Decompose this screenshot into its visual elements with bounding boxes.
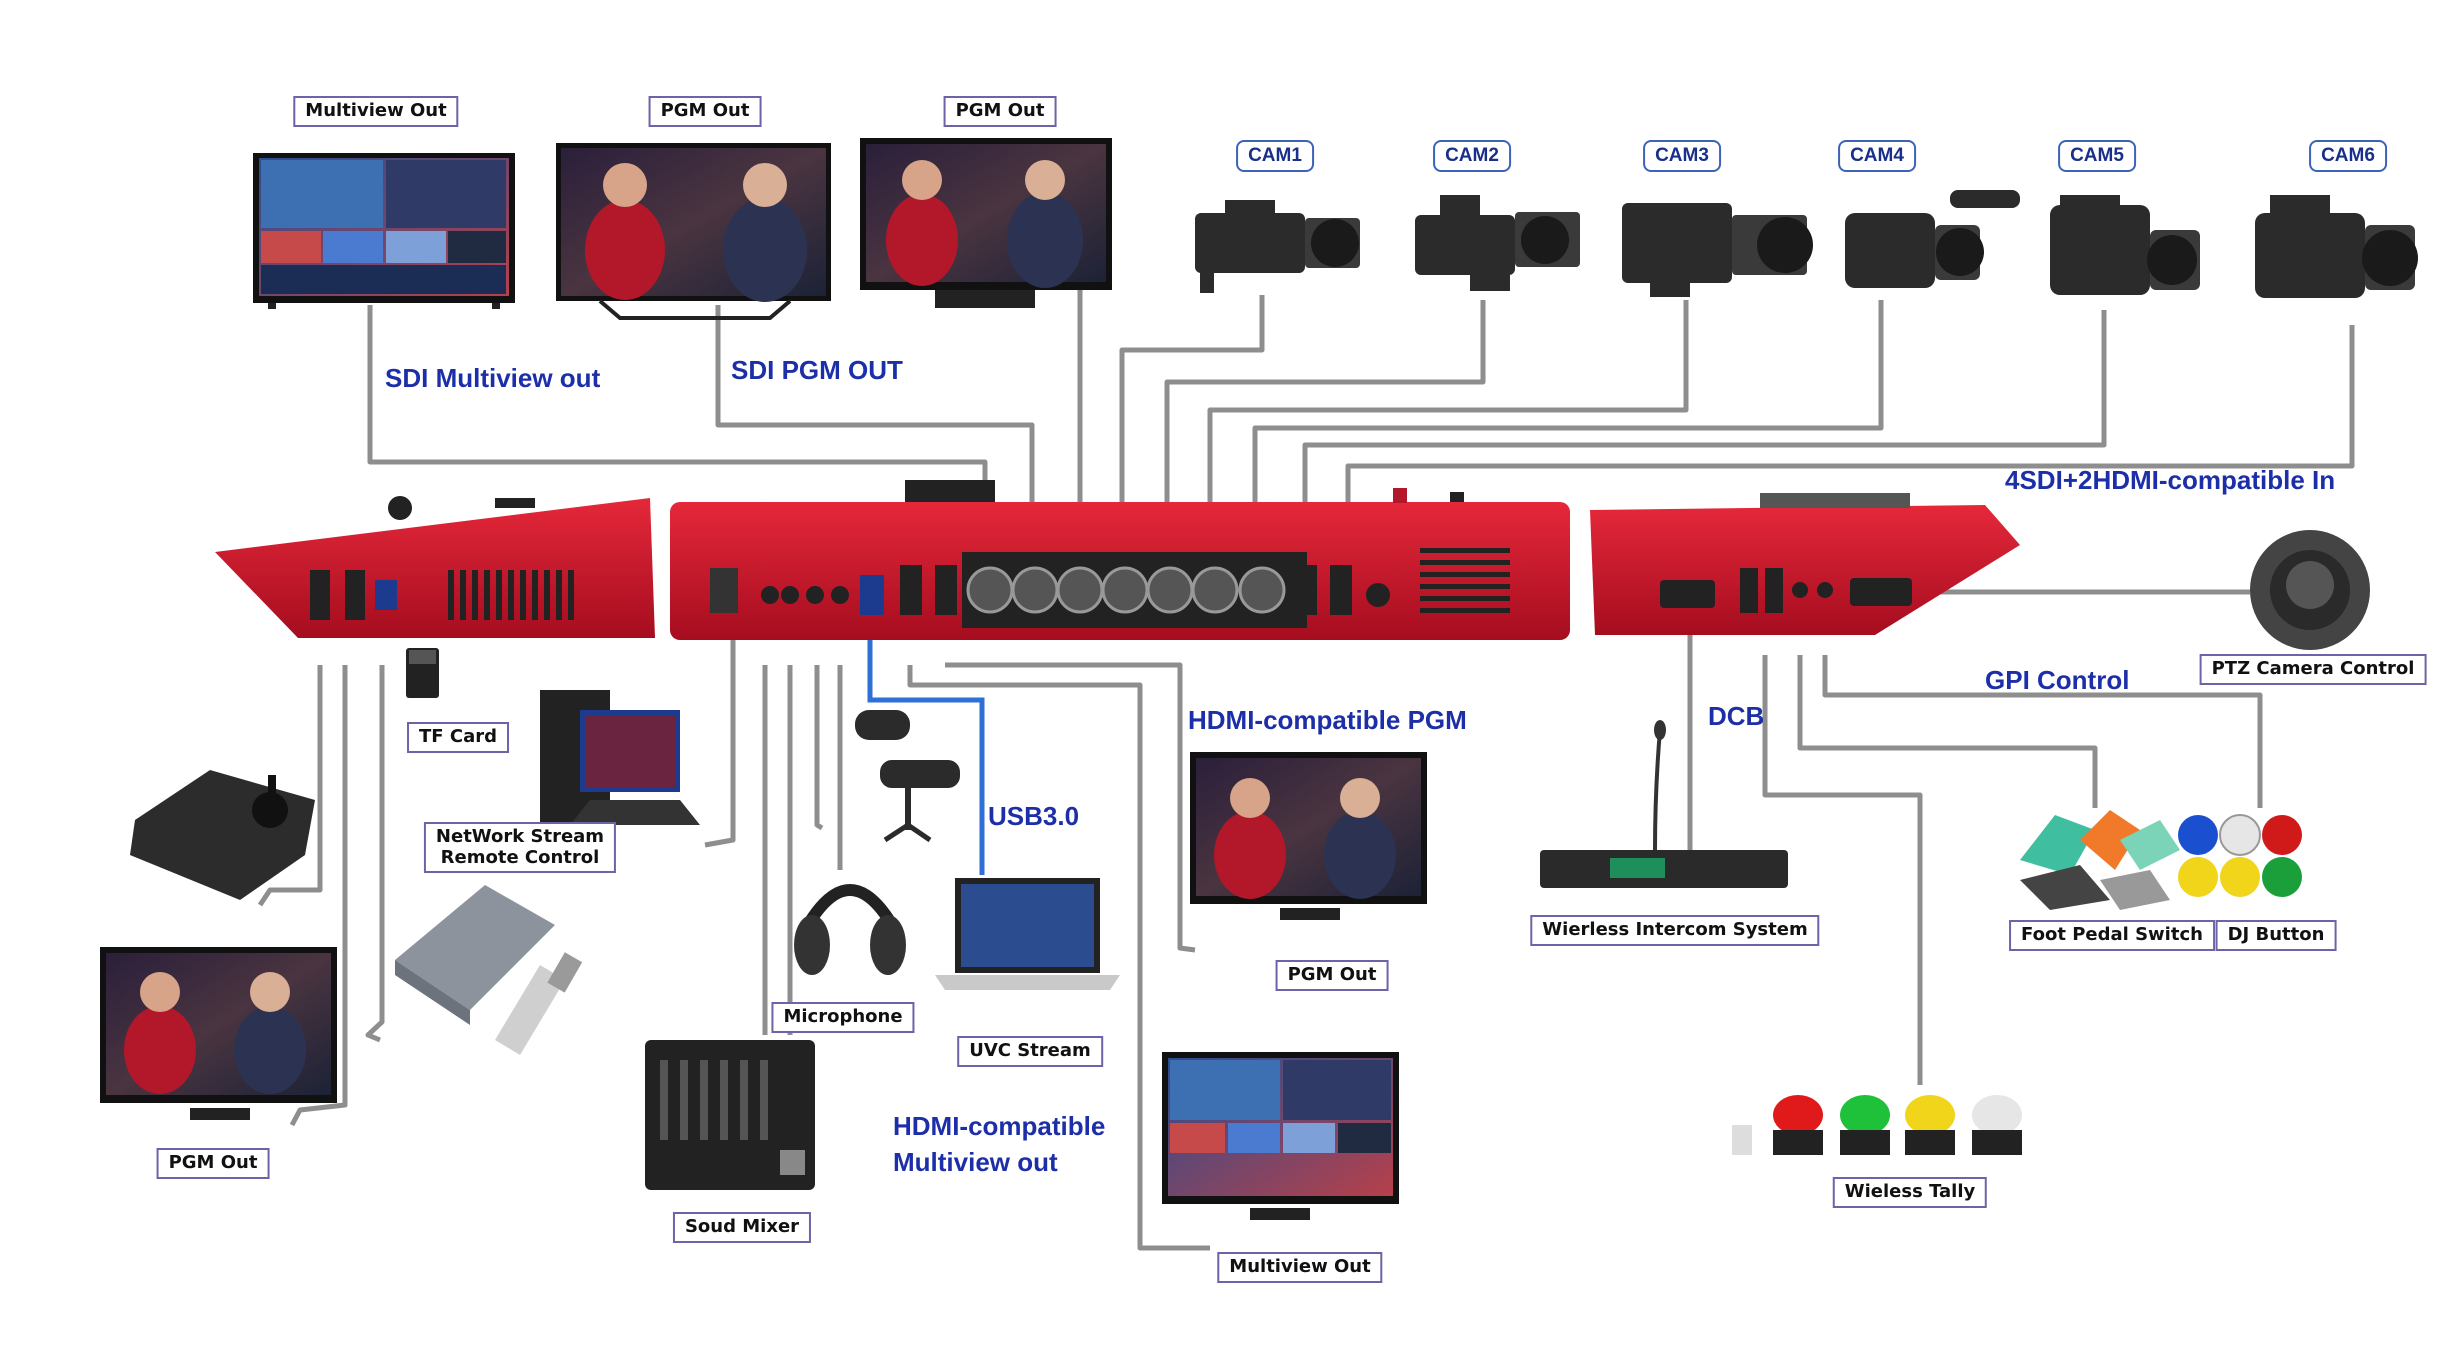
label-sound-mixer: Soud Mixer [672,1212,812,1243]
ptz-keyboard-icon [130,770,315,900]
pc-tower-icon [540,690,700,830]
cable-cam6 [1345,325,2355,532]
tf-card-icon [406,648,439,698]
annotation-gpi-control: GPI Control [1985,665,2130,695]
label-multiview-out-hdmi: Multiview Out [1217,1252,1383,1283]
dj-buttons-icon [2178,814,2302,897]
cable-cam2 [1164,300,1486,562]
sound-mixer-icon [645,1040,815,1190]
camera-1-icon [1195,200,1360,293]
usb-stick-icon [495,952,583,1055]
laptop-icon [935,878,1120,990]
cable-microphone [814,665,824,831]
switcher-right-panel [1590,493,2020,635]
label-pgm-out-top-2: PGM Out [943,96,1057,127]
label-cam2: CAM2 [1433,140,1511,172]
tv-pgm-top-1 [556,143,831,320]
camera-6-icon [2255,195,2418,298]
foot-pedal-icon [2020,810,2180,910]
camera-2-icon [1415,195,1580,291]
cable-cam3 [1207,300,1689,562]
annotation-sdi-hdmi-in: 4SDI+2HDMI-compatible In [2005,465,2336,495]
hdmi-multiview-line1: HDMI-compatible [893,1111,1106,1141]
cable-joystick [257,665,323,907]
cable-pgm-left [289,665,348,1127]
label-network-stream: NetWork Stream Remote Control [423,822,617,874]
headphones-icon [794,884,906,975]
label-cam4: CAM4 [1838,140,1916,172]
cable-network [704,590,736,848]
tv-multiview-top [253,153,515,309]
label-cam5: CAM5 [2058,140,2136,172]
monitor-pgm-top-2 [860,138,1112,308]
hdmi-multiview-line2: Multiview out [893,1147,1058,1178]
mic-stand-icon [855,710,960,843]
cable-harddisk [365,665,385,1043]
camera-3-icon [1622,203,1813,297]
label-pgm-out-hdmi: PGM Out [1275,960,1389,991]
ptz-joystick-icon [2250,530,2370,650]
monitor-pgm-left [100,947,337,1120]
network-stream-line2: Remote Control [440,846,600,868]
label-cam6: CAM6 [2309,140,2387,172]
intercom-icon [1540,720,1788,888]
label-microphone: Microphone [771,1002,915,1033]
network-stream-line1: NetWork Stream [435,826,605,847]
label-cam1: CAM1 [1236,140,1314,172]
label-ptz-control: PTZ Camera Control [2199,654,2427,685]
tally-lights-icon [1732,1095,2022,1155]
camera-4-icon [1845,190,2020,288]
switcher-center-panel [670,480,1570,640]
cable-sdi-pgm [715,305,1035,562]
monitor-pgm-hdmi [1190,752,1427,920]
cable-hdmi-pgm [945,662,1196,953]
annotation-sdi-multiview: SDI Multiview out [385,363,601,393]
label-wireless-intercom: Wierless Intercom System [1530,915,1820,946]
label-pgm-out-top-1: PGM Out [648,96,762,127]
harddisk-icon [395,885,555,1025]
annotation-sdi-pgm: SDI PGM OUT [731,355,903,385]
cable-cam5 [1302,310,2107,532]
cable-hdmi-multiview [907,665,1210,1251]
monitor-multiview-hdmi [1162,1052,1399,1220]
cable-foot-pedal [1797,655,2098,808]
label-wireless-tally: Wieless Tally [1832,1177,1988,1208]
label-cam3: CAM3 [1643,140,1721,172]
annotation-hdmi-multiview: HDMI-compatible Multiview out [893,1108,1105,1181]
label-dj-button: DJ Button [2215,920,2337,951]
label-uvc-stream: UVC Stream [957,1036,1103,1067]
cable-dj [1822,655,2263,808]
cable-cam1 [1119,295,1265,562]
annotation-hdmi-pgm: HDMI-compatible PGM [1188,705,1467,735]
cable-tally [1762,655,1923,1085]
label-foot-pedal: Foot Pedal Switch [2009,920,2215,951]
switcher-left-panel [215,496,655,638]
label-pgm-out-left: PGM Out [156,1148,270,1179]
camera-5-icon [2050,195,2200,295]
annotation-dcb: DCB [1708,701,1765,731]
label-tf-card: TF Card [407,722,509,753]
cables [257,290,2355,1251]
cable-usb3 [867,600,985,875]
label-multiview-out-top: Multiview Out [293,96,459,127]
annotation-usb3: USB3.0 [988,801,1080,831]
cable-cam4 [1252,300,1884,562]
